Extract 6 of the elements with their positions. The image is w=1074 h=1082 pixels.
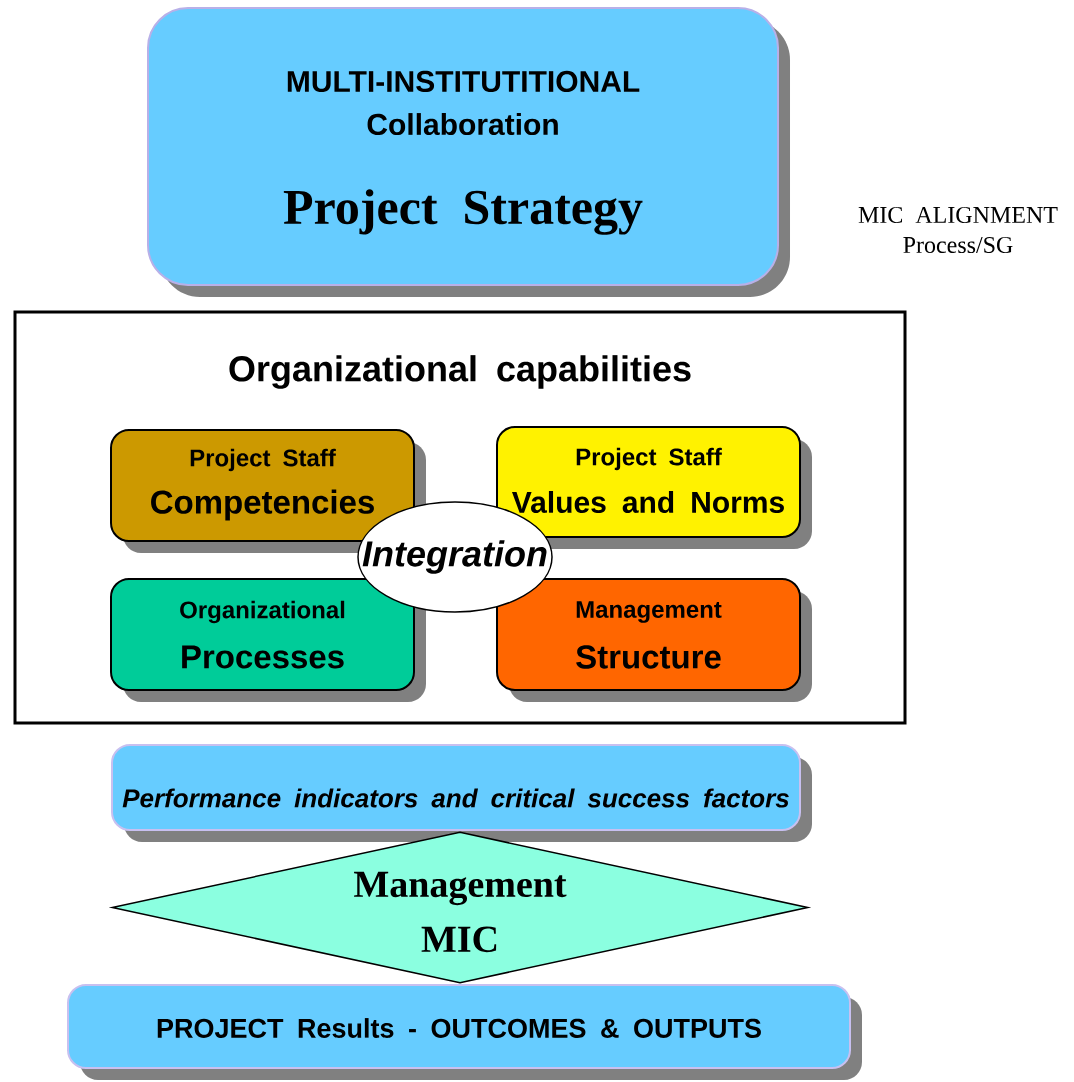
capability-box: Organizational Processes — [110, 578, 426, 702]
capability-box: Management Structure — [496, 578, 812, 702]
strategy-box: MULTI-INSTITUTITIONAL Collaboration Project Strategy — [147, 7, 790, 297]
indicator-box: Performance indicators and critical success factors — [111, 744, 812, 842]
side-note: MIC ALIGNMENT Process/SG — [858, 206, 1058, 254]
results-box: PROJECT Results - OUTCOMES & OUTPUTS — [67, 984, 862, 1080]
